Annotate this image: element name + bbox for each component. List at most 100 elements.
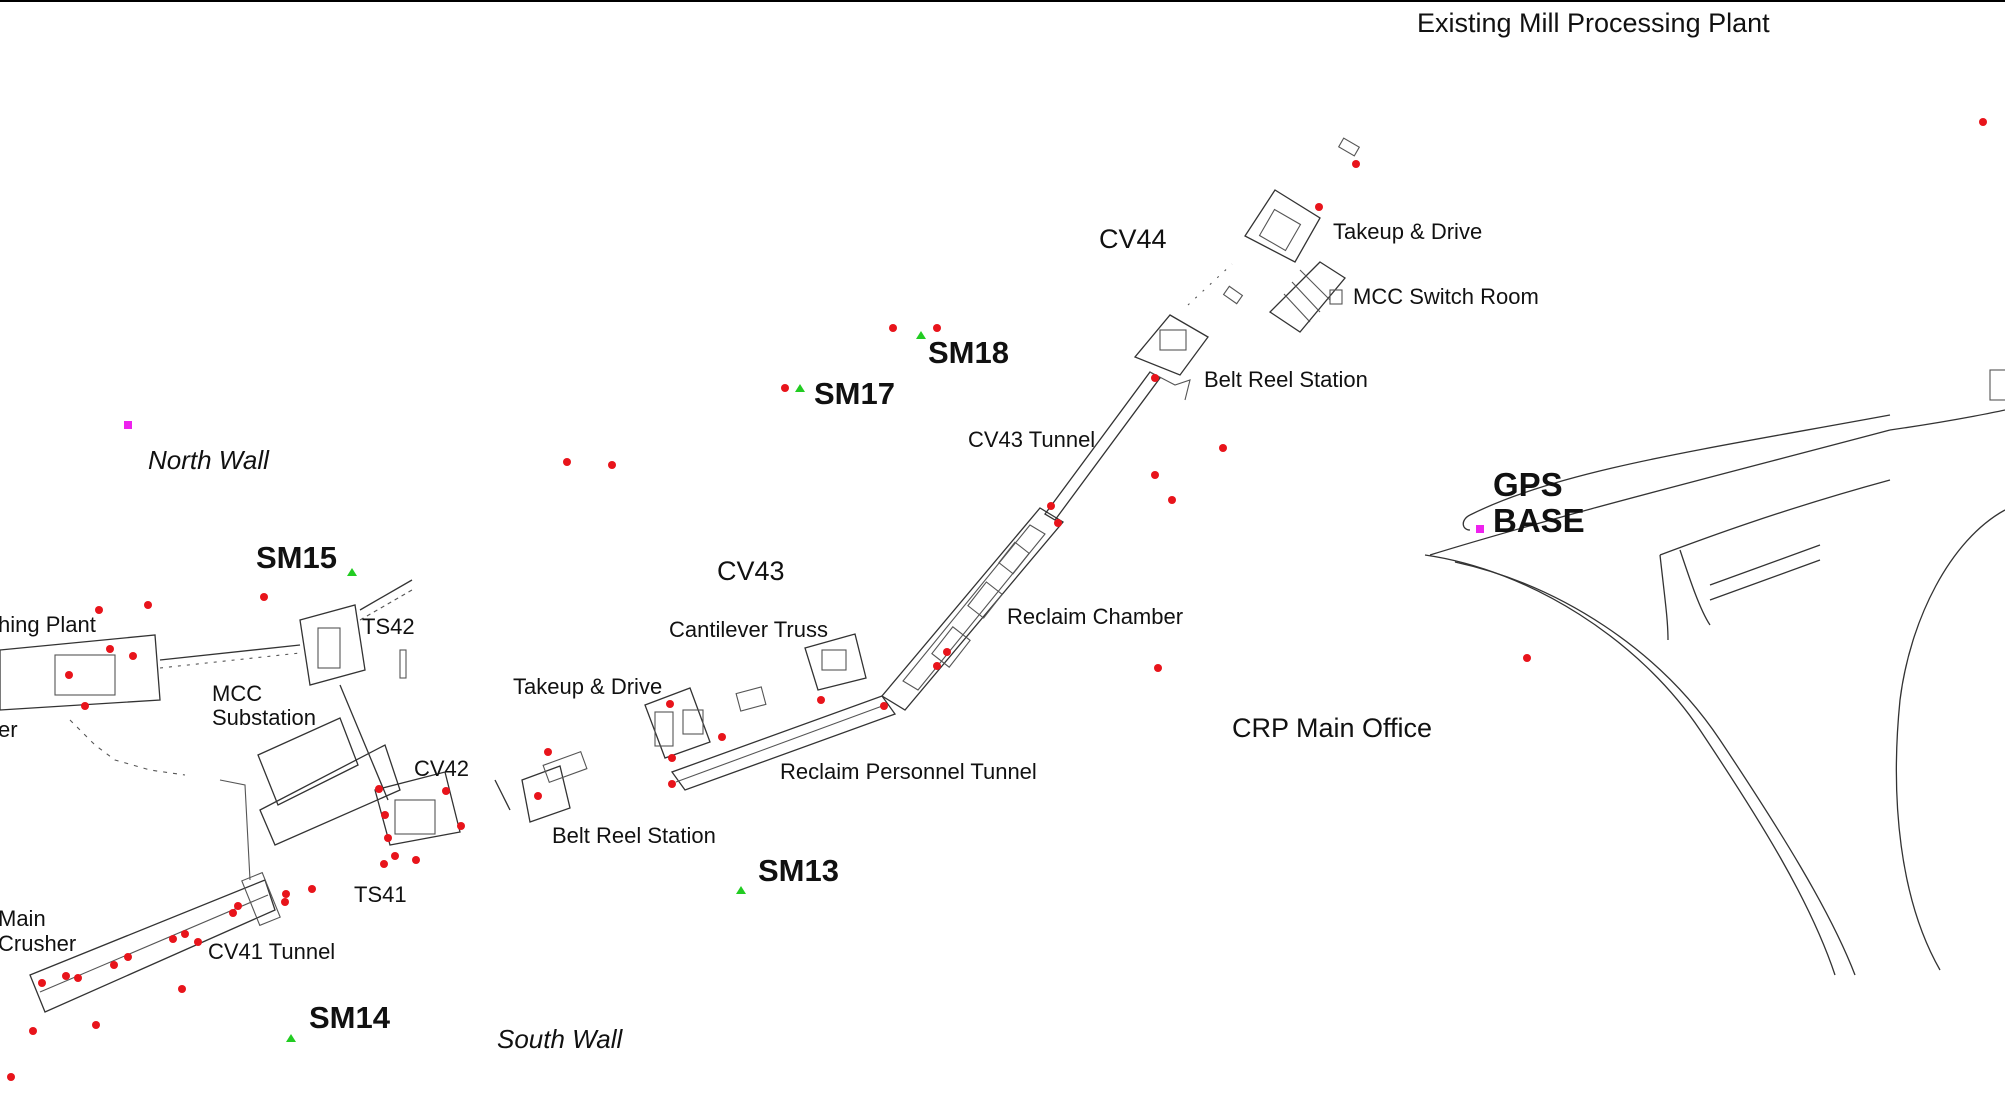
dot-icon [1168, 496, 1176, 504]
cantilever-truss-outline [804, 633, 867, 691]
ts41-structure [241, 871, 281, 927]
takeup-drive-ne-inner [1258, 208, 1302, 252]
dot-icon [943, 648, 951, 656]
label-cv44: CV44 [1099, 224, 1167, 254]
label-cv43: CV43 [717, 556, 785, 586]
road-edge-7 [1679, 549, 1711, 626]
dot-icon [1219, 444, 1227, 452]
road-edge-6 [1659, 554, 1669, 641]
reclaim-personnel-tunnel-structure [670, 695, 897, 791]
dot-icon [1979, 118, 1987, 126]
label-ts42: TS42 [362, 614, 415, 639]
label-cantilever-truss: Cantilever Truss [669, 617, 828, 642]
dot-icon [1154, 664, 1162, 672]
label-sm18: SM18 [928, 335, 1009, 370]
gps-base-markers [124, 421, 1484, 533]
belt-reel-station-sw-outline [521, 765, 571, 823]
dot-icon [889, 324, 897, 332]
triangle-icon [795, 384, 805, 392]
takeup-drive-mid-inner-2 [682, 709, 704, 735]
road-edge-8 [1709, 544, 1821, 586]
road-edge-1 [1469, 414, 1891, 516]
label-belt-reel-station-ne: Belt Reel Station [1204, 367, 1368, 392]
label-sm17: SM17 [814, 376, 895, 411]
belt-reel-station-ne-arrow [1149, 371, 1191, 401]
reclaim-box-2 [967, 581, 1003, 619]
label-ts41: TS41 [354, 882, 407, 907]
dot-icon [229, 909, 237, 917]
dot-icon [880, 702, 888, 710]
dot-icon [457, 822, 465, 830]
right-edge-structure [1989, 369, 2005, 401]
triangle-icon [286, 1034, 296, 1042]
dot-icon [110, 961, 118, 969]
dot-icon [178, 985, 186, 993]
belt-reel-station-ne-inner [1159, 329, 1187, 351]
dot-icon [260, 593, 268, 601]
dot-icon [308, 885, 316, 893]
label-reclaim-personnel-tunnel: Reclaim Personnel Tunnel [780, 759, 1037, 784]
dot-icon [442, 787, 450, 795]
triangle-icon [736, 886, 746, 894]
road-edge-11 [1889, 409, 2005, 431]
dot-icon [666, 700, 674, 708]
reclaim-box-3 [931, 626, 971, 668]
washing-plant-conveyor [159, 644, 301, 661]
road-edge-12 [1462, 514, 1471, 531]
dot-icon [92, 1021, 100, 1029]
label-crusher: Crusher [0, 931, 76, 956]
road-edge-2 [1429, 429, 1891, 556]
label-takeup-drive-mid: Takeup & Drive [513, 674, 662, 699]
ts42-cv42-link [339, 684, 389, 801]
dot-icon [169, 935, 177, 943]
dot-icon [534, 792, 542, 800]
label-mcc: MCC [212, 681, 262, 706]
label-sm13: SM13 [758, 853, 839, 888]
washing-plant-dashed-path [69, 719, 186, 776]
belt-reel-station-ne-outline [1133, 314, 1209, 376]
dot-icon [1352, 160, 1360, 168]
dot-icon [384, 834, 392, 842]
dot-icon [1523, 654, 1531, 662]
label-north-wall: North Wall [148, 445, 270, 475]
dot-icon [81, 702, 89, 710]
label-sm15: SM15 [256, 540, 337, 575]
dot-icon [65, 671, 73, 679]
washing-plant-inner [54, 654, 116, 696]
triangle-icon [347, 568, 357, 576]
label-main: Main [0, 906, 46, 931]
dot-icon [124, 953, 132, 961]
cv42-transfer-structure [374, 771, 461, 846]
takeup-drive-ne-outline [1244, 189, 1321, 263]
washing-plant-structure [0, 634, 161, 711]
ts42-structure [299, 604, 366, 686]
dot-icon [38, 979, 46, 987]
dot-icon [817, 696, 825, 704]
label-substation: Substation [212, 705, 316, 730]
reclaim-box-1 [998, 541, 1030, 575]
dot-icon [391, 852, 399, 860]
road-edge-10 [1895, 509, 2005, 971]
dot-icon [668, 754, 676, 762]
conveyor-linework [0, 137, 1361, 1013]
ts42-conveyor-dashed [359, 589, 413, 621]
road-edge-5 [1659, 479, 1891, 556]
dot-icon [781, 384, 789, 392]
dot-icon [933, 324, 941, 332]
dot-icon [380, 860, 388, 868]
cantilever-truss-inner [821, 649, 847, 671]
label-crp-main-office: CRP Main Office [1232, 713, 1432, 743]
ne-small-structure-2 [1222, 285, 1244, 305]
dot-icon [29, 1027, 37, 1035]
mcc-substation-outline [257, 717, 359, 806]
square-icon [124, 421, 132, 429]
cv41-tunnel-upper-structure [259, 744, 401, 846]
mcc-switch-room-outline [1268, 261, 1346, 333]
dot-icon [718, 733, 726, 741]
dot-icon [544, 748, 552, 756]
label-gps: GPS [1493, 466, 1563, 503]
mcc-small-box [1329, 289, 1343, 305]
mcc-line-2 [1291, 281, 1321, 313]
ne-small-structure [1337, 137, 1361, 157]
reclaim-tunnel-centerline [675, 704, 886, 783]
